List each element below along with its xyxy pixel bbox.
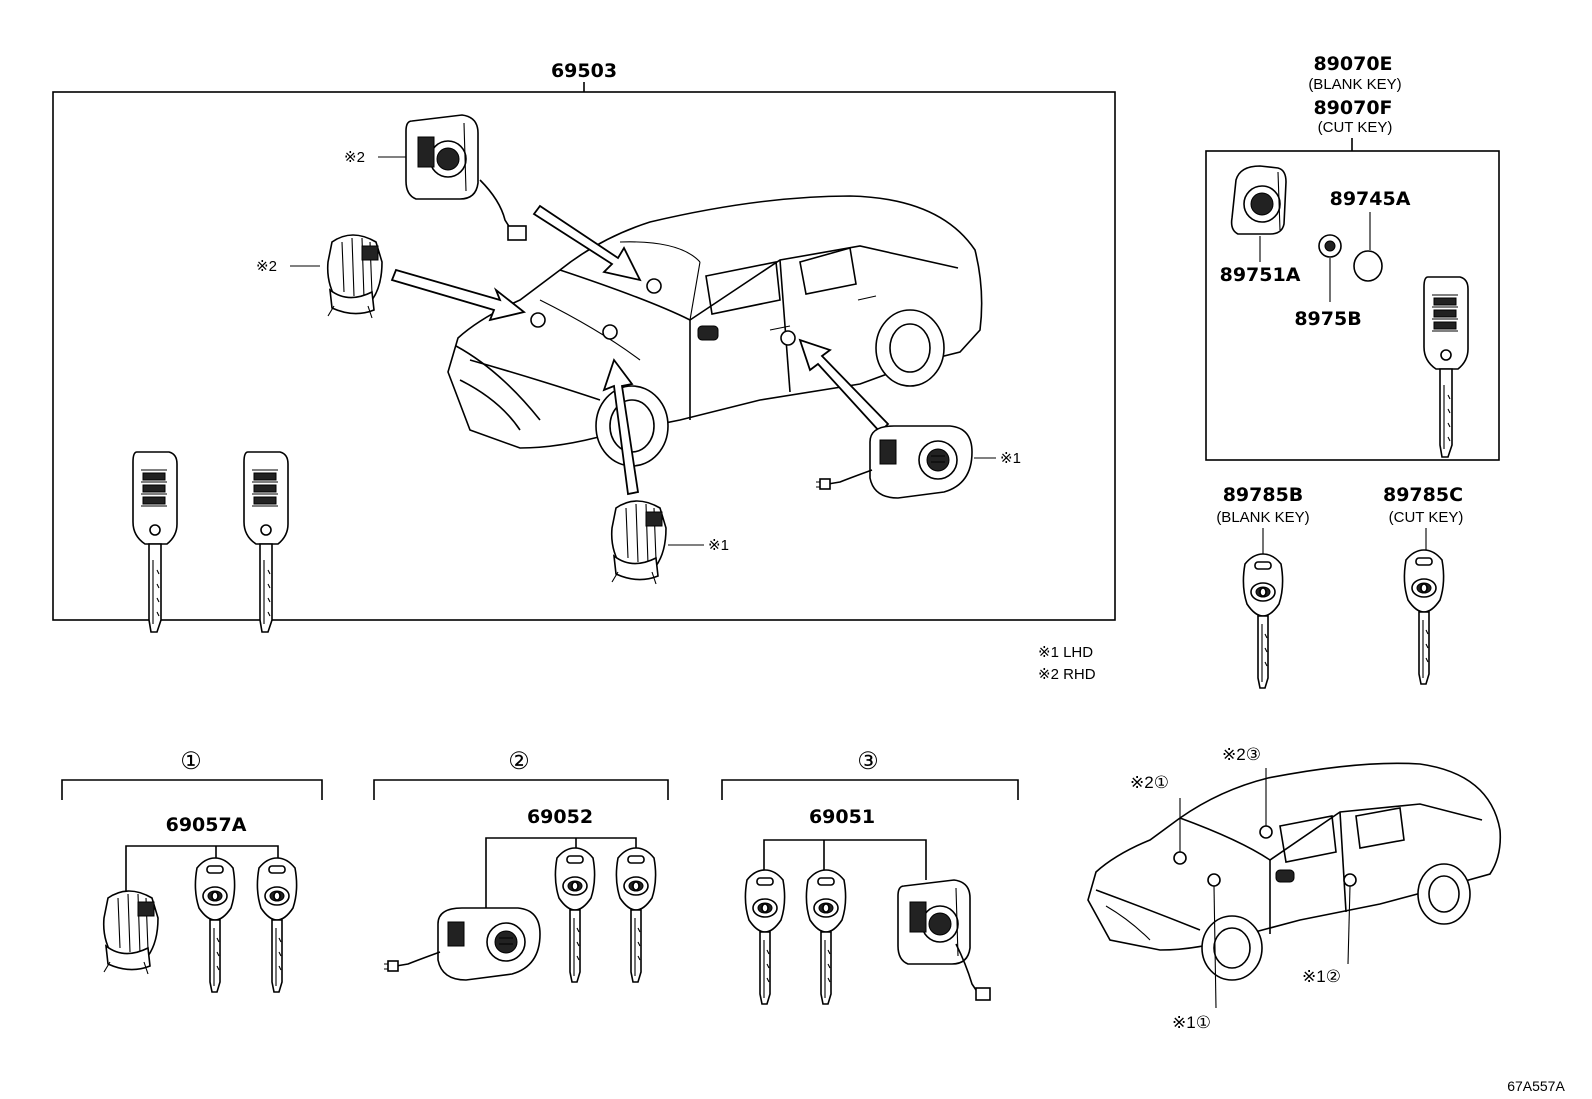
remote-key-89070 bbox=[1423, 276, 1469, 458]
key-69052-1 bbox=[554, 847, 596, 983]
car-illustration-locator bbox=[1087, 762, 1502, 981]
locator-label-door: ※1② bbox=[1302, 967, 1341, 986]
part-number-8975B: 8975B bbox=[1294, 308, 1361, 330]
group-2-marker: ② bbox=[508, 748, 530, 775]
legend-rhd: ※2 RHD bbox=[1038, 666, 1096, 683]
mark-rhd-cylinder: ※2 bbox=[256, 258, 277, 275]
lock-cylinder-69057A bbox=[102, 890, 159, 975]
group-1-bracket bbox=[61, 779, 323, 800]
master-key-89785C bbox=[1403, 549, 1445, 685]
part-number-69057A: 69057A bbox=[166, 814, 247, 836]
mark-rhd-ignition: ※2 bbox=[344, 149, 365, 166]
part-number-69052: 69052 bbox=[527, 806, 593, 828]
key-69051-1 bbox=[744, 869, 786, 1005]
part-number-89070F: 89070F bbox=[1313, 97, 1392, 119]
group-2-bracket bbox=[373, 779, 669, 800]
figure-code: 67A557A bbox=[1507, 1078, 1565, 1094]
remote-key-2 bbox=[243, 451, 289, 633]
indicator-arrows bbox=[390, 204, 890, 496]
blank-key-note-89785B: (BLANK KEY) bbox=[1216, 509, 1309, 526]
locator-label-front: ※2① bbox=[1130, 773, 1169, 792]
door-lock-lhd bbox=[815, 425, 973, 499]
locator-point-roof bbox=[1259, 825, 1273, 839]
kit-box-89070 bbox=[1205, 150, 1500, 461]
mark-lhd-cylinder: ※1 bbox=[708, 537, 729, 554]
locator-label-bottom: ※1① bbox=[1172, 1013, 1211, 1032]
master-key-89785B bbox=[1242, 553, 1284, 689]
key-69051-2 bbox=[805, 869, 847, 1005]
cut-key-note: (CUT KEY) bbox=[1318, 119, 1393, 136]
part-number-89751A: 89751A bbox=[1220, 264, 1301, 286]
part-number-69503: 69503 bbox=[551, 60, 617, 82]
lock-cylinder-lhd bbox=[610, 500, 667, 585]
blank-key-note: (BLANK KEY) bbox=[1308, 76, 1401, 93]
door-lock-69052 bbox=[383, 907, 541, 981]
lock-cylinder-rhd bbox=[326, 234, 383, 319]
leader-69051 bbox=[763, 839, 927, 882]
transponder-housing-89751A bbox=[1230, 165, 1287, 235]
locator-point-hood bbox=[1207, 873, 1221, 887]
locator-point-front bbox=[1173, 851, 1187, 865]
battery-89745A bbox=[1353, 250, 1383, 282]
locator-point-door bbox=[1343, 873, 1357, 887]
group-1-marker: ① bbox=[180, 748, 202, 775]
part-number-89785B: 89785B bbox=[1223, 484, 1304, 506]
part-number-69051: 69051 bbox=[809, 806, 875, 828]
kit-box-69503 bbox=[52, 91, 1116, 621]
key-69057A-1 bbox=[194, 857, 236, 993]
locator-label-roof: ※2③ bbox=[1222, 745, 1261, 764]
remote-key-1 bbox=[132, 451, 178, 633]
group-3-marker: ③ bbox=[857, 748, 879, 775]
part-number-89070E: 89070E bbox=[1313, 53, 1392, 75]
group-3-bracket bbox=[721, 779, 1019, 800]
part-number-89745A: 89745A bbox=[1330, 188, 1411, 210]
ignition-switch-rhd bbox=[405, 114, 479, 200]
part-number-89785C: 89785C bbox=[1383, 484, 1463, 506]
legend-lhd: ※1 LHD bbox=[1038, 644, 1093, 661]
cut-key-note-89785C: (CUT KEY) bbox=[1389, 509, 1464, 526]
key-69052-2 bbox=[615, 847, 657, 983]
mark-lhd-door: ※1 bbox=[1000, 450, 1021, 467]
key-69057A-2 bbox=[256, 857, 298, 993]
